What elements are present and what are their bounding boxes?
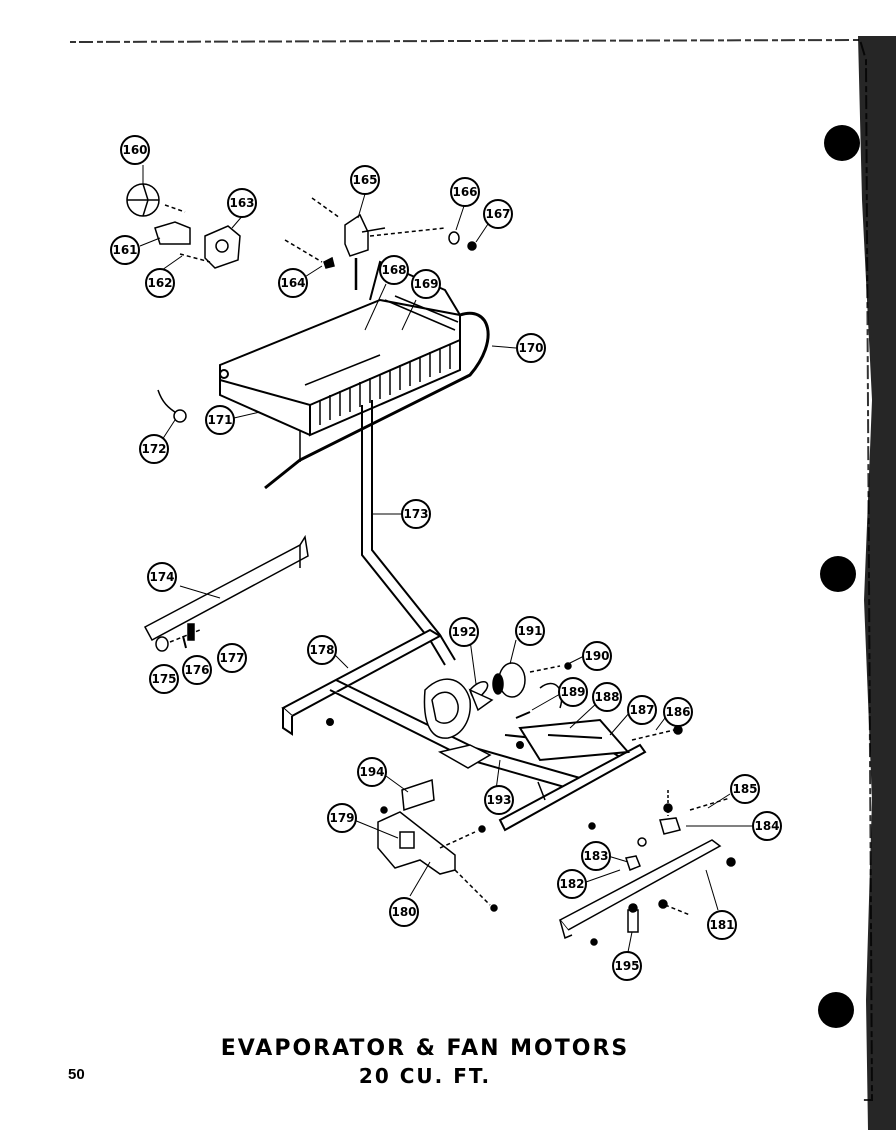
callout-169-text: 169 xyxy=(413,277,438,291)
callout-161-text: 161 xyxy=(112,243,137,257)
callout-194: 194 xyxy=(357,757,387,787)
callout-193: 193 xyxy=(484,785,514,815)
callout-192: 192 xyxy=(449,617,479,647)
callout-173-text: 173 xyxy=(403,507,428,521)
callout-179: 179 xyxy=(327,803,357,833)
callout-164: 164 xyxy=(278,268,308,298)
callout-188-text: 188 xyxy=(594,690,619,704)
callout-172: 172 xyxy=(139,434,169,464)
callout-184: 184 xyxy=(752,811,782,841)
callout-183: 183 xyxy=(581,841,611,871)
callout-181: 181 xyxy=(707,910,737,940)
callout-190-text: 190 xyxy=(584,649,609,663)
callout-177: 177 xyxy=(217,643,247,673)
callout-163-text: 163 xyxy=(229,196,254,210)
callout-167-text: 167 xyxy=(485,207,510,221)
drain-tube xyxy=(361,400,456,666)
callout-194-text: 194 xyxy=(359,765,384,779)
evaporator-shield xyxy=(143,534,309,652)
callout-177-text: 177 xyxy=(219,651,244,665)
callout-170-text: 170 xyxy=(518,341,543,355)
callout-160: 160 xyxy=(120,135,150,165)
callout-167: 167 xyxy=(483,199,513,229)
callout-172-text: 172 xyxy=(141,442,166,456)
callout-176-text: 176 xyxy=(184,663,209,677)
callout-193-text: 193 xyxy=(486,793,511,807)
callout-185: 185 xyxy=(730,774,760,804)
fan-blade-assembly xyxy=(126,183,241,269)
callout-188: 188 xyxy=(592,682,622,712)
callout-164-text: 164 xyxy=(280,276,305,290)
callout-166: 166 xyxy=(450,177,480,207)
condenser-fan-bracket xyxy=(377,811,498,912)
scan-edge-artifacts xyxy=(69,36,896,1130)
callout-187-text: 187 xyxy=(629,703,654,717)
callout-166-text: 166 xyxy=(452,185,477,199)
callout-180-text: 180 xyxy=(391,905,416,919)
callout-169: 169 xyxy=(411,269,441,299)
fan-motor xyxy=(423,662,572,769)
defrost-terminator-bracket xyxy=(284,197,477,290)
callout-176: 176 xyxy=(182,655,212,685)
callout-174: 174 xyxy=(147,562,177,592)
callout-186: 186 xyxy=(663,697,693,727)
evaporator-coil xyxy=(219,260,461,437)
callout-181-text: 181 xyxy=(709,918,734,932)
callout-184-text: 184 xyxy=(754,819,779,833)
callout-192-text: 192 xyxy=(451,625,476,639)
binder-hole xyxy=(824,125,860,161)
callout-161: 161 xyxy=(110,235,140,265)
callout-162: 162 xyxy=(145,268,175,298)
callout-165-text: 165 xyxy=(352,173,377,187)
callout-179-text: 179 xyxy=(329,811,354,825)
callout-191-text: 191 xyxy=(517,624,542,638)
diagram-subtitle: 20 CU. FT. xyxy=(358,1064,492,1088)
fan-cover-panel xyxy=(380,778,435,814)
callout-180: 180 xyxy=(389,897,419,927)
callout-171: 171 xyxy=(205,405,235,435)
thermostat-part xyxy=(157,389,187,423)
callout-163: 163 xyxy=(227,188,257,218)
part-callouts: 160 161 162 163 164 165 166 167 168 169 … xyxy=(110,135,782,981)
callout-189: 189 xyxy=(558,677,588,707)
heater-tube xyxy=(264,311,490,490)
callout-173: 173 xyxy=(401,499,431,529)
callout-162-text: 162 xyxy=(147,276,172,290)
callout-183-text: 183 xyxy=(583,849,608,863)
callout-182-text: 182 xyxy=(559,877,584,891)
callout-185-text: 185 xyxy=(732,782,757,796)
callout-187: 187 xyxy=(627,695,657,725)
callout-170: 170 xyxy=(516,333,546,363)
callout-168: 168 xyxy=(379,255,409,285)
callout-190: 190 xyxy=(582,641,612,671)
callout-195: 195 xyxy=(612,951,642,981)
callout-178: 178 xyxy=(307,635,337,665)
callout-174-text: 174 xyxy=(149,570,174,584)
callout-160-text: 160 xyxy=(122,143,147,157)
callout-175: 175 xyxy=(149,664,179,694)
callout-195-text: 195 xyxy=(614,959,639,973)
page-number: 50 xyxy=(68,1066,85,1083)
callout-191: 191 xyxy=(515,616,545,646)
callout-165: 165 xyxy=(350,165,380,195)
callout-171-text: 171 xyxy=(207,413,232,427)
fan-mounting-frame xyxy=(281,628,647,832)
callout-168-text: 168 xyxy=(381,263,406,277)
callout-175-text: 175 xyxy=(151,672,176,686)
callout-189-text: 189 xyxy=(560,685,585,699)
binder-hole xyxy=(818,992,854,1028)
callout-182: 182 xyxy=(557,869,587,899)
support-rail xyxy=(558,725,736,946)
callout-leaders xyxy=(139,165,752,953)
callout-178-text: 178 xyxy=(309,643,334,657)
binder-hole xyxy=(820,556,856,592)
callout-186-text: 186 xyxy=(665,705,690,719)
diagram-title: EVAPORATOR & FAN MOTORS xyxy=(220,1036,630,1061)
